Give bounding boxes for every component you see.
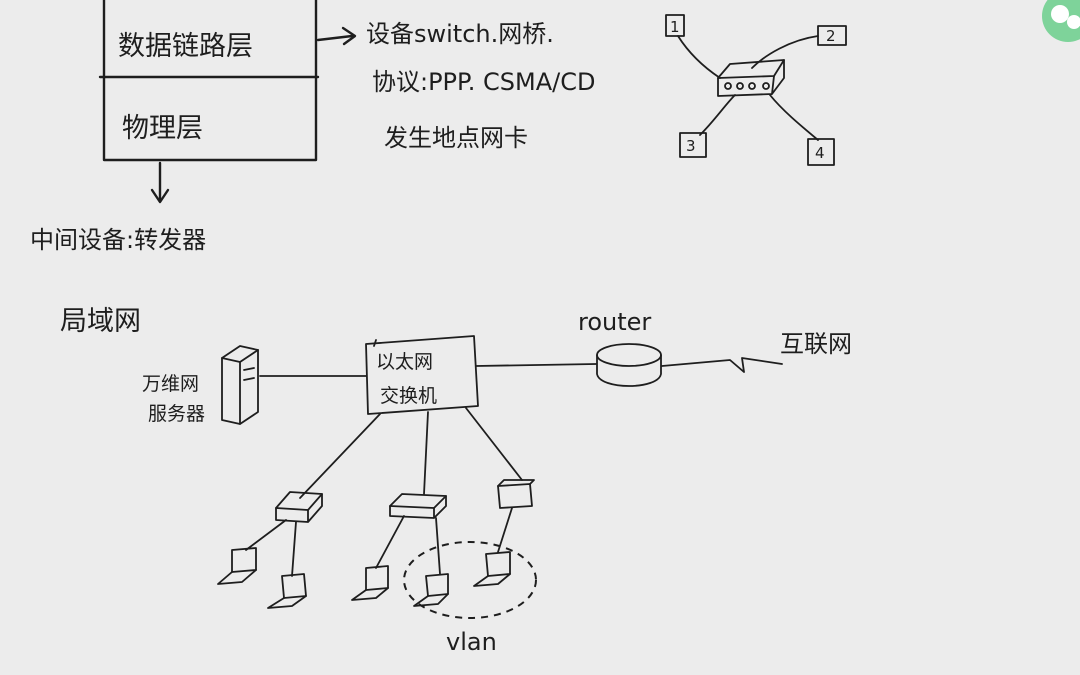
port-box-1 [665, 14, 685, 37]
port-label-1: 1 [670, 18, 680, 36]
switch-top [497, 479, 535, 487]
laptop-link [245, 519, 287, 551]
switch-link-center [423, 411, 429, 495]
datalink-layer-label: 数据链路层 [118, 31, 253, 62]
cable-3 [699, 94, 736, 136]
switch-top [275, 491, 323, 511]
vlan-label: vlan [446, 628, 497, 656]
switch-port-dot [724, 82, 732, 90]
laptop-screen [281, 573, 307, 599]
server-label-2: 服务器 [148, 403, 205, 425]
datalink-address-note: 发生地点网卡 [384, 124, 528, 152]
port-box-4 [807, 138, 835, 166]
switch-sketch: 1 2 3 4 [665, 14, 847, 166]
switch-link-left [299, 413, 381, 499]
laptop-screen [425, 573, 449, 597]
ethernet-switch-label-1: 以太网 [376, 351, 433, 373]
switch-port-dot [762, 82, 770, 90]
router-link [475, 363, 597, 367]
arrow-head [341, 26, 357, 46]
switch-front [497, 483, 533, 509]
laptop-base [217, 569, 257, 585]
port-box-3 [679, 132, 707, 158]
cable-4 [769, 94, 819, 141]
switch-port-dot [736, 82, 744, 90]
laptop-link [435, 517, 441, 575]
switch-body [275, 493, 323, 523]
port-label-3: 3 [686, 137, 696, 155]
laptop-base [267, 595, 307, 609]
laptop-link [497, 507, 513, 553]
server-slot [243, 377, 255, 381]
datalink-arrow [316, 26, 357, 46]
arrow-head [150, 188, 170, 204]
laptop-base [473, 573, 511, 587]
layer-stack-outline [102, 0, 318, 162]
access-switch-left [275, 491, 323, 523]
ethernet-switch-box [365, 335, 479, 415]
server-outline [221, 345, 259, 425]
switch-top [389, 493, 447, 509]
access-switch-center [389, 493, 447, 519]
laptop-3 [351, 565, 389, 601]
physical-device-note: 中间设备:转发器 [30, 226, 206, 254]
cable-1 [677, 35, 721, 79]
app-logo-icon [1042, 0, 1080, 42]
laptop-2 [267, 573, 307, 609]
router-top [596, 343, 662, 367]
ethernet-switch: 以太网 交换机 [365, 335, 479, 415]
port-label-2: 2 [826, 27, 836, 45]
laptop-5 [473, 551, 511, 587]
router-body [596, 354, 662, 387]
laptop-screen [485, 551, 511, 577]
laptop-base [351, 587, 389, 601]
logo-bubble [1067, 15, 1080, 29]
server-edges [221, 349, 259, 425]
vlan-boundary [403, 541, 537, 619]
lan-title: 局域网 [60, 306, 141, 337]
server-label-1: 万维网 [142, 373, 199, 395]
laptop-screen [365, 565, 389, 591]
server-slot [243, 367, 255, 371]
ethernet-switch-tick [373, 339, 377, 347]
router-label: router [578, 308, 651, 336]
datalink-protocol-note: 协议:PPP. CSMA/CD [372, 68, 595, 96]
router-icon [596, 343, 662, 387]
internet-link [661, 357, 783, 373]
switch-port-dot [748, 82, 756, 90]
switch-body [717, 59, 785, 97]
switch-body [389, 495, 447, 519]
physical-arrow [150, 161, 170, 204]
switch-link-right [465, 407, 523, 481]
cable-2 [751, 35, 819, 69]
laptop-base [413, 593, 449, 607]
laptop-screen [231, 547, 257, 573]
port-label-4: 4 [815, 144, 825, 162]
layer-stack: 数据链路层 物理层 [98, 0, 320, 162]
server-icon [221, 345, 259, 425]
laptop-1 [217, 547, 257, 585]
physical-layer-label: 物理层 [122, 113, 203, 144]
laptop-link [375, 515, 405, 569]
internet-label: 互联网 [780, 330, 852, 358]
laptop-link [291, 521, 297, 577]
logo-bubble [1051, 5, 1069, 23]
datalink-device-note: 设备switch.网桥. [366, 20, 554, 48]
arrow-shaft [316, 34, 354, 42]
access-switch-right [497, 479, 535, 509]
laptop-4 [413, 573, 449, 607]
ethernet-switch-label-2: 交换机 [380, 385, 437, 407]
